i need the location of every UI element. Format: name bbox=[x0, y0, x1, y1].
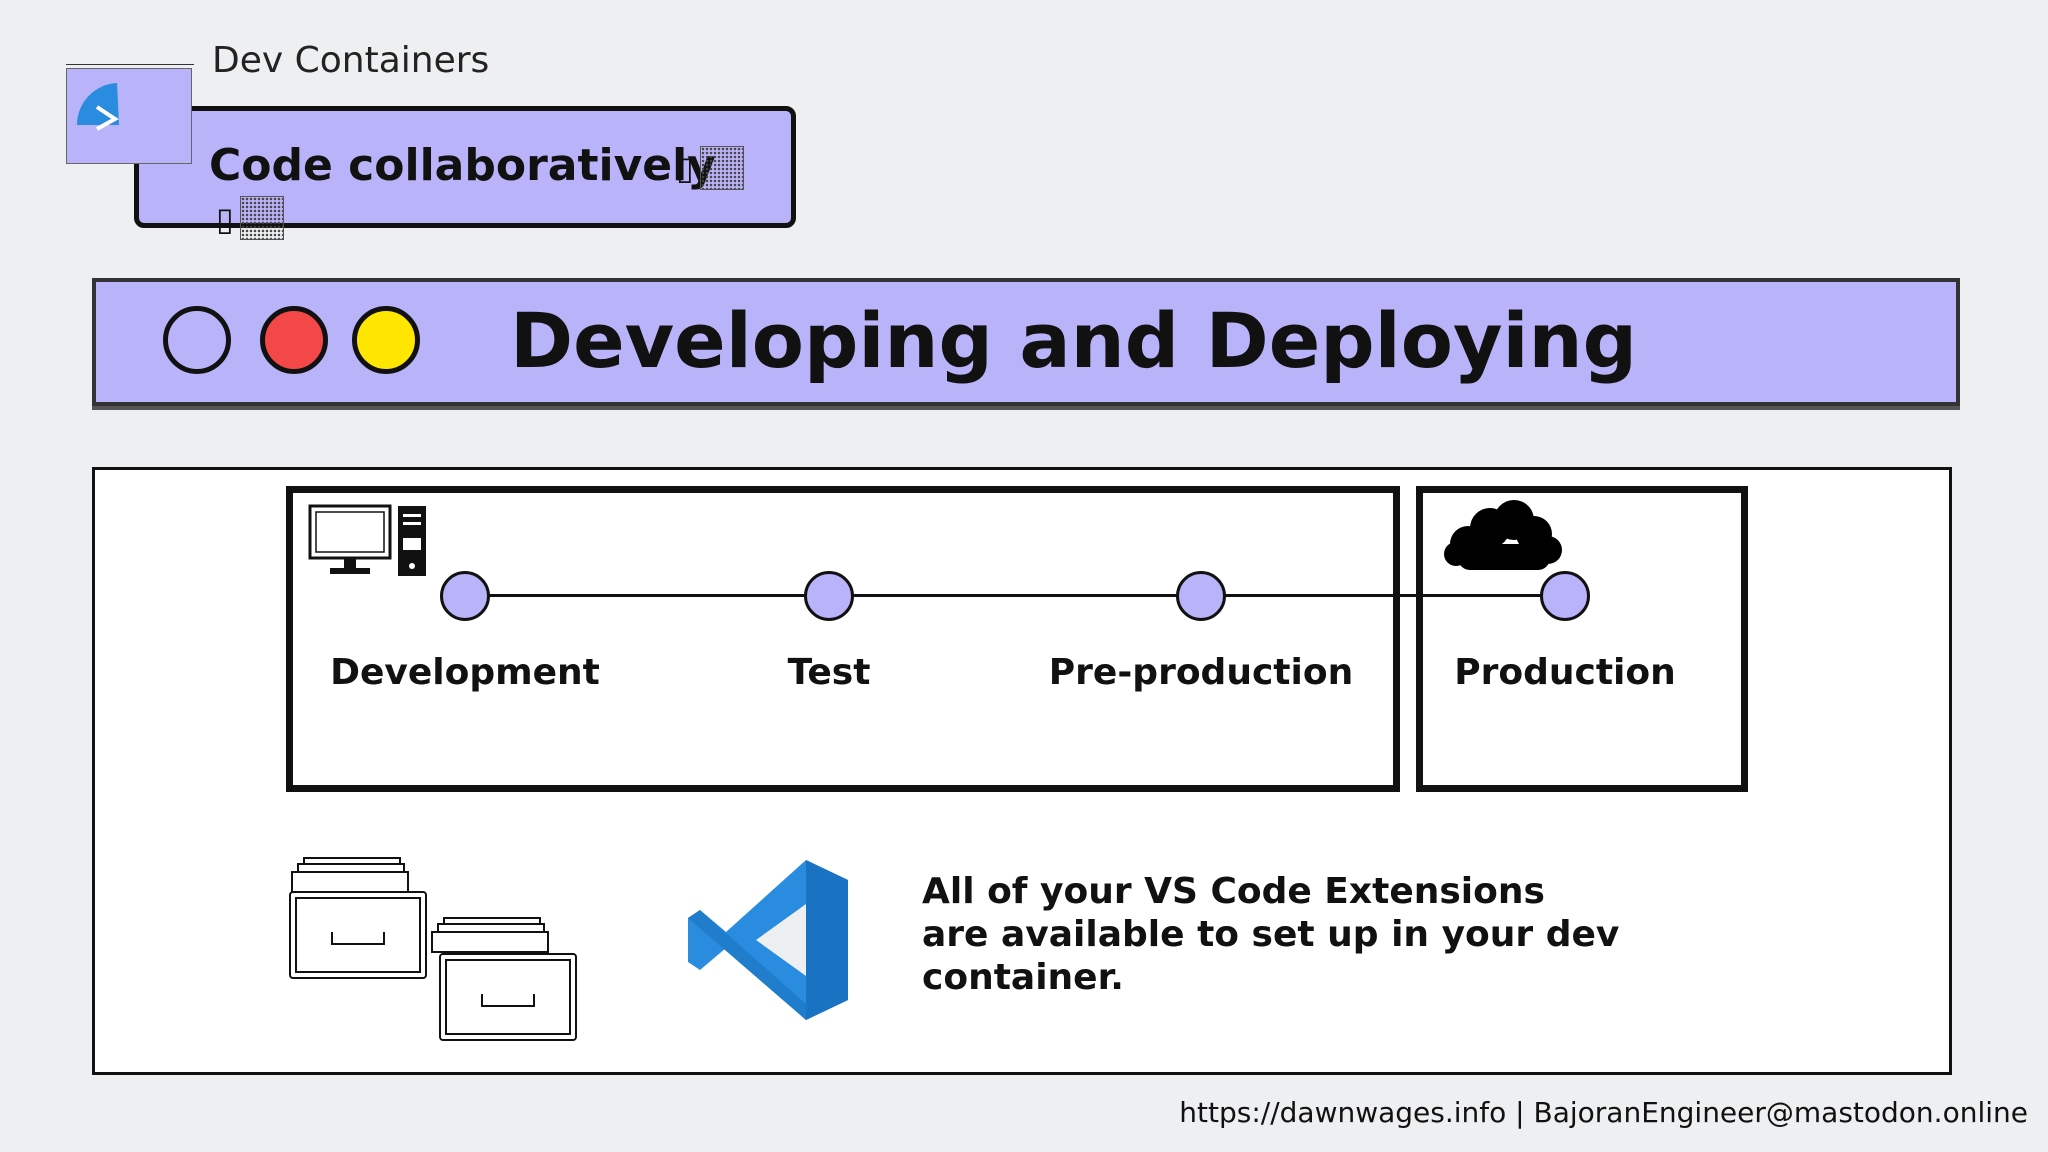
window-circle-yellow bbox=[352, 306, 420, 374]
pipeline-node-pre-production bbox=[1176, 571, 1226, 621]
local-stages-box bbox=[286, 486, 1400, 792]
stage-label-pre-production: Pre-production bbox=[1048, 652, 1354, 693]
pipeline-node-development bbox=[440, 571, 490, 621]
dotted-emoji-icon bbox=[700, 146, 744, 190]
stage-label-production: Production bbox=[1454, 652, 1676, 693]
folder-tile bbox=[66, 68, 192, 164]
extensions-text: All of your VS Code Extensions are avail… bbox=[922, 871, 1620, 998]
missing-glyph-icon: ▯ bbox=[216, 200, 234, 238]
vscode-logo-icon bbox=[688, 860, 848, 1020]
stage-label-test: Test bbox=[787, 652, 871, 693]
stage-label-development: Development bbox=[330, 652, 600, 693]
desktop-computer-icon bbox=[308, 504, 426, 576]
pipeline-line bbox=[462, 594, 1562, 597]
header-kicker: Dev Containers bbox=[212, 40, 490, 81]
missing-glyph-icon: ▯ bbox=[676, 149, 694, 187]
cloud-icon bbox=[1444, 500, 1562, 570]
header-rule bbox=[66, 64, 194, 65]
window-circle-red bbox=[260, 306, 328, 374]
dotted-emoji-icon bbox=[240, 196, 284, 240]
pipeline-node-production bbox=[1540, 571, 1590, 621]
pipeline-node-test bbox=[804, 571, 854, 621]
window-circle-purple bbox=[163, 306, 231, 374]
title-text: Code collaboratively bbox=[209, 140, 716, 191]
footer-attribution: https://dawnwages.info | BajoranEngineer… bbox=[1179, 1096, 2028, 1129]
app-logo-icon bbox=[76, 83, 119, 131]
file-cabinet-icon bbox=[289, 857, 577, 1041]
banner-title: Developing and Deploying bbox=[510, 296, 1638, 385]
